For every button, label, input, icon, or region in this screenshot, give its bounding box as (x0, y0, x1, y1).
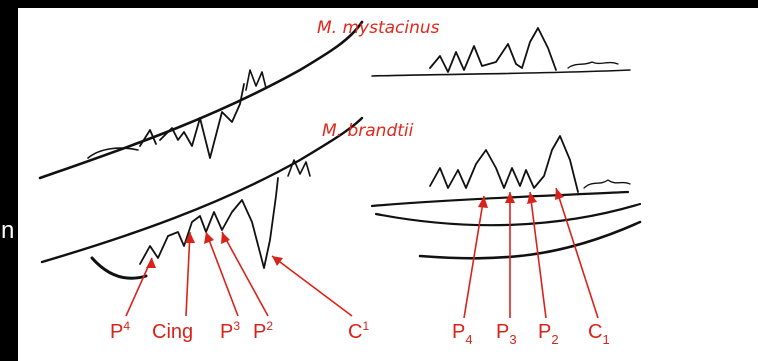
label-upper-p3: P3 (220, 319, 240, 343)
arrowhead-upper-cing (185, 232, 195, 243)
label-lower-p4: P4 (452, 321, 473, 347)
mystacinus-lower-jaw-drawing (371, 27, 631, 77)
arrow-upper-p2 (221, 231, 269, 317)
paper-panel (18, 8, 758, 361)
arrow-upper-p3 (205, 231, 239, 317)
arrow-lower-p4 (463, 195, 485, 319)
arrow-lower-c1 (555, 187, 599, 319)
label-upper-c1: C1 (348, 319, 369, 343)
species-label-mystacinus: M. mystacinus (317, 18, 440, 38)
edge-fragment-text: n (1, 217, 14, 244)
arrowhead-lower-p2 (527, 192, 537, 204)
arrowhead-lower-p4 (478, 196, 488, 208)
label-lower-c1: C1 (588, 321, 610, 347)
arrow-upper-cing (185, 231, 191, 317)
arrow-upper-c1 (271, 255, 353, 317)
arrowhead-upper-p4 (146, 258, 156, 268)
mystacinus-upper-jaw-drawing (38, 20, 364, 180)
arrowhead-lower-c1 (555, 188, 564, 200)
arrowhead-upper-c1 (272, 256, 283, 266)
lower-tooth-arrows (463, 187, 599, 319)
label-lower-p2: P2 (538, 321, 559, 347)
brandtii-upper-jaw-drawing (40, 116, 364, 280)
arrowhead-lower-p3 (505, 192, 515, 203)
label-upper-p4: P4 (110, 319, 130, 343)
label-lower-p3: P3 (496, 321, 517, 347)
arrow-lower-p2 (529, 191, 547, 319)
arrowhead-upper-p3 (204, 232, 214, 244)
label-upper-p2: P2 (253, 319, 273, 343)
label-upper-cing: Cing (152, 321, 193, 343)
upper-tooth-arrows (125, 231, 353, 317)
arrowhead-upper-p2 (221, 232, 230, 244)
species-label-brandtii: M. brandtii (322, 121, 414, 141)
brandtii-lower-jaw-drawing (370, 135, 642, 260)
